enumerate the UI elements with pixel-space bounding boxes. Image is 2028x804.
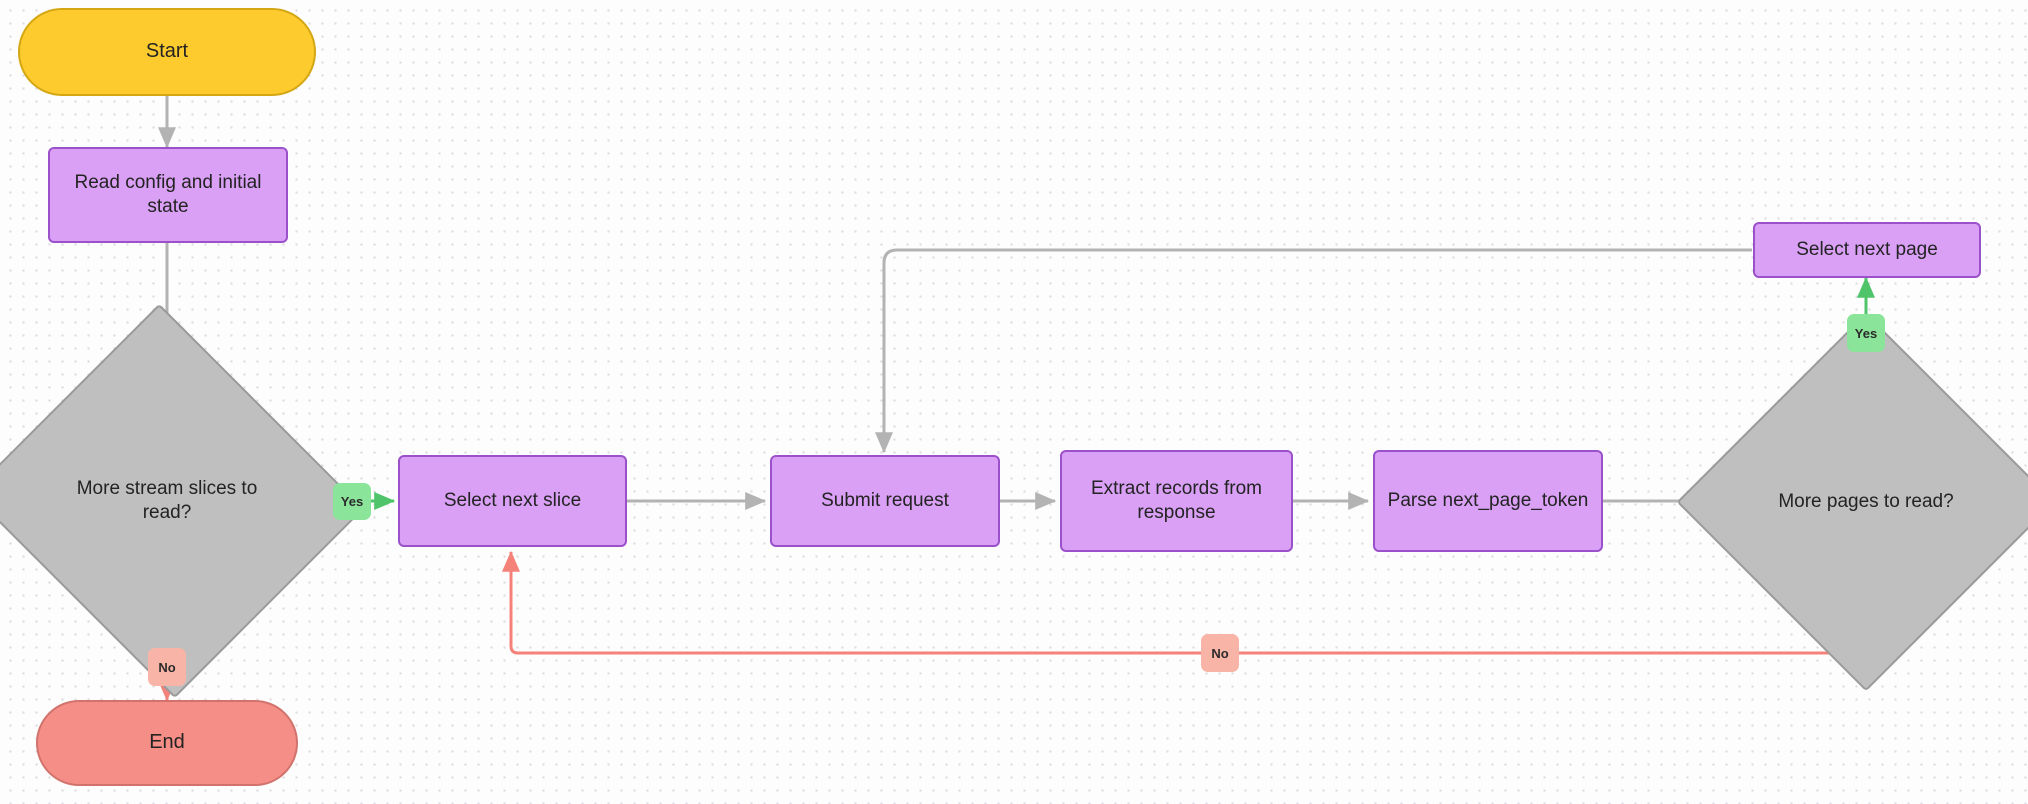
edge-label-no-pages[interactable]: No: [1201, 634, 1239, 672]
node-more-slices-label: More stream slices to read?: [76, 477, 258, 523]
node-more-slices[interactable]: More stream slices to read?: [0, 303, 365, 699]
node-select-next-slice-label: Select next slice: [443, 489, 582, 511]
node-submit-request[interactable]: Submit request: [770, 455, 1000, 547]
node-select-next-page-label: Select next page: [1796, 238, 1938, 260]
node-read-config[interactable]: Read config and initial state: [48, 147, 288, 243]
edge-label-no-slices-text: No: [158, 659, 176, 675]
node-parse-next-page-token-label: Parse next_page_token: [1387, 489, 1589, 511]
node-start-label: Start: [145, 40, 189, 63]
node-extract-records[interactable]: Extract records from response: [1060, 450, 1293, 552]
node-read-config-label: Read config and initial state: [74, 171, 262, 217]
node-end[interactable]: End: [36, 700, 298, 786]
edge-label-yes-pages[interactable]: Yes: [1847, 314, 1885, 352]
node-select-next-page[interactable]: Select next page: [1753, 222, 1981, 278]
edge-label-yes-slices[interactable]: Yes: [333, 483, 371, 520]
edge-select-page-to-submit: [875, 248, 1752, 454]
node-select-next-slice[interactable]: Select next slice: [398, 455, 627, 547]
edge-more-pages-no: [501, 550, 1868, 655]
node-submit-request-label: Submit request: [821, 489, 949, 511]
edge-label-yes-pages-text: Yes: [1854, 325, 1878, 341]
node-extract-records-label: Extract records from response: [1090, 477, 1263, 523]
node-start[interactable]: Start: [18, 8, 316, 96]
node-parse-next-page-token[interactable]: Parse next_page_token: [1373, 450, 1603, 552]
edge-label-yes-slices-text: Yes: [340, 494, 364, 509]
edge-label-no-pages-text: No: [1211, 645, 1229, 661]
node-end-label: End: [149, 731, 185, 754]
node-more-pages-label: More pages to read?: [1778, 490, 1954, 512]
node-more-pages[interactable]: More pages to read?: [1676, 312, 2028, 692]
edge-label-no-slices[interactable]: No: [148, 648, 186, 686]
